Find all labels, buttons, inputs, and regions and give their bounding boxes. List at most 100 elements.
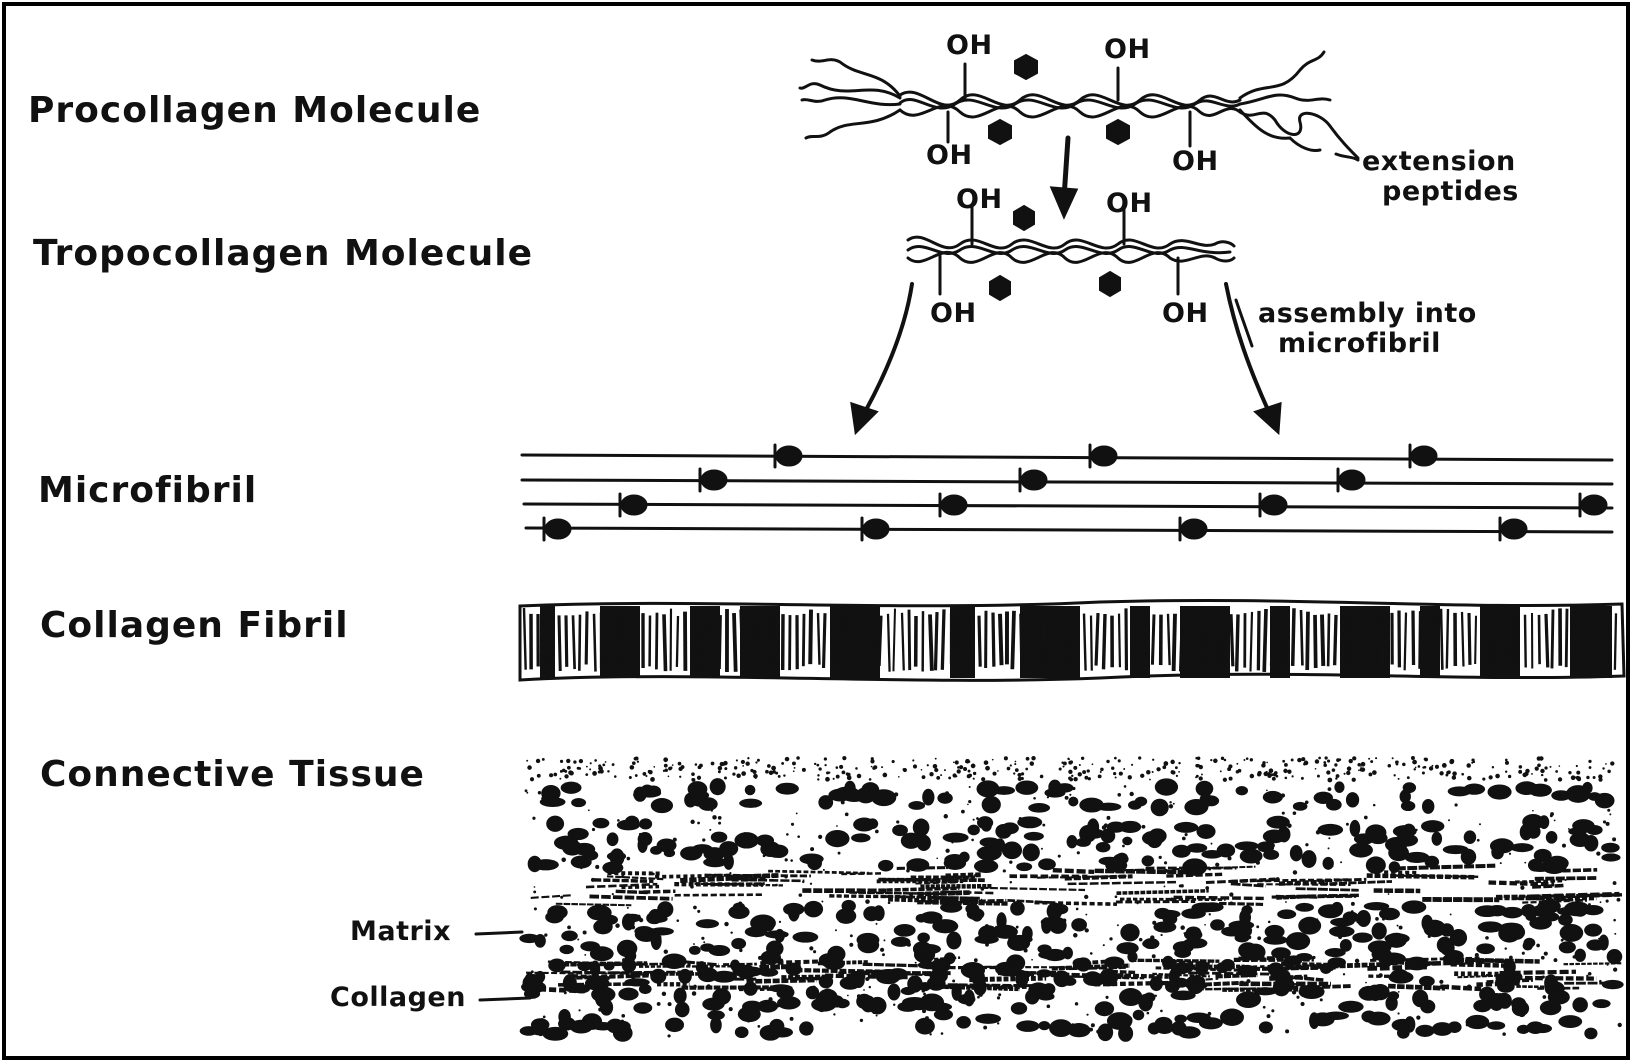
tissue-cell <box>1174 822 1198 833</box>
fibril-striation <box>734 613 736 672</box>
tissue-dot <box>1076 908 1079 911</box>
tissue-cell <box>792 932 818 943</box>
tissue-cell <box>1501 907 1523 918</box>
tissue-fiber <box>723 964 757 965</box>
tissue-dot <box>916 953 920 957</box>
tissue-dot <box>777 945 780 948</box>
tissue-dot <box>633 794 635 796</box>
tissue-fiber <box>639 966 743 967</box>
tissue-dot <box>1428 935 1431 938</box>
tissue-cell <box>1607 949 1623 964</box>
tissue-dot <box>1125 829 1128 832</box>
tissue-dot <box>1267 1014 1271 1018</box>
tissue-cell <box>1079 798 1104 813</box>
tissue-dot <box>1058 855 1061 858</box>
tissue-speckle <box>1178 762 1180 764</box>
tissue-dot <box>907 942 911 946</box>
fibril-striation <box>719 615 720 669</box>
tissue-speckle <box>1439 771 1443 775</box>
tissue-cell <box>1248 993 1261 1006</box>
tissue-speckle <box>836 775 840 779</box>
fibril-striation <box>1271 615 1273 666</box>
tissue-cell <box>592 818 609 828</box>
tissue-cell <box>1521 904 1536 917</box>
tissue-dot <box>1365 982 1367 984</box>
tissue-dot <box>1117 793 1121 797</box>
tissue-dot <box>730 931 732 933</box>
tissue-dot <box>1450 914 1452 916</box>
tissue-speckle <box>769 771 774 776</box>
tissue-speckle <box>1505 761 1509 765</box>
tissue-dot <box>1413 856 1417 860</box>
tissue-cell <box>1265 925 1285 939</box>
tissue-dot <box>809 946 813 950</box>
tissue-speckle <box>1236 763 1238 765</box>
tissue-fiber <box>829 896 905 897</box>
tissue-speckle <box>605 761 607 763</box>
tissue-dot <box>838 852 841 855</box>
tissue-speckle <box>678 762 682 766</box>
tissue-dot <box>612 994 614 996</box>
tissue-dot <box>1338 931 1340 933</box>
tissue-cell <box>775 929 785 943</box>
tissue-dot <box>810 883 812 885</box>
tissue-dot <box>697 910 700 913</box>
tissue-cell <box>702 998 724 1011</box>
tissue-speckle <box>1283 769 1287 773</box>
tissue-fiber <box>747 880 805 881</box>
tissue-speckle <box>526 760 528 762</box>
tissue-speckle <box>957 769 961 773</box>
tissue-speckle <box>724 776 727 779</box>
tissue-cell <box>1473 1000 1491 1013</box>
tissue-dot <box>995 926 999 930</box>
tissue-cell <box>799 1021 813 1035</box>
tissue-cell <box>1584 924 1602 937</box>
tissue-speckle <box>1100 768 1103 771</box>
tissue-cell <box>1488 784 1512 799</box>
tissue-cell <box>731 938 746 949</box>
tissue-dot <box>1062 918 1066 922</box>
tissue-dot <box>1543 995 1547 999</box>
tissue-dot <box>1071 1023 1074 1026</box>
tissue-speckle <box>1178 771 1180 773</box>
fibril-striation <box>993 613 994 667</box>
tissue-speckle <box>1413 768 1415 770</box>
tissue-fiber <box>1116 901 1195 902</box>
tissue-speckle <box>1243 759 1245 761</box>
tissue-speckle <box>755 777 757 779</box>
tissue-speckle <box>793 770 795 772</box>
fibril-striation <box>874 615 876 665</box>
tissue-speckle <box>1140 774 1144 778</box>
tissue-cell <box>1023 843 1040 861</box>
tissue-speckle <box>1327 778 1332 783</box>
tissue-cell <box>674 988 687 1005</box>
fibril-striation <box>1615 613 1616 669</box>
tissue-dot <box>1285 901 1287 903</box>
tissue-cell <box>1037 944 1051 953</box>
tissue-dot <box>1485 936 1489 940</box>
tissue-speckle <box>869 778 872 781</box>
tissue-fiber <box>1103 971 1136 972</box>
tissue-speckle <box>957 766 959 768</box>
fibril-striation <box>1595 612 1596 664</box>
fibril-striation <box>1581 611 1582 668</box>
molecule-end-dot <box>1412 447 1436 465</box>
tissue-speckle <box>589 768 591 770</box>
tissue-cell <box>542 1027 568 1041</box>
fibril-striation <box>1441 609 1442 670</box>
molecule-end-dot <box>546 520 570 538</box>
tissue-dot <box>869 986 871 988</box>
tissue-dot <box>1271 1009 1274 1012</box>
tissue-dot <box>941 1032 944 1035</box>
tissue-cell <box>916 835 930 851</box>
tissue-speckle <box>1152 759 1154 761</box>
tissue-dot <box>1117 924 1119 926</box>
tissue-speckle <box>1301 777 1304 780</box>
tissue-speckle <box>1276 775 1279 778</box>
tissue-dot <box>1211 843 1213 845</box>
tissue-dot <box>676 919 679 922</box>
fibril-striation <box>677 616 678 667</box>
tissue-cell <box>1181 908 1206 919</box>
tissue-dot <box>639 918 643 922</box>
tissue-speckle <box>1361 762 1366 767</box>
